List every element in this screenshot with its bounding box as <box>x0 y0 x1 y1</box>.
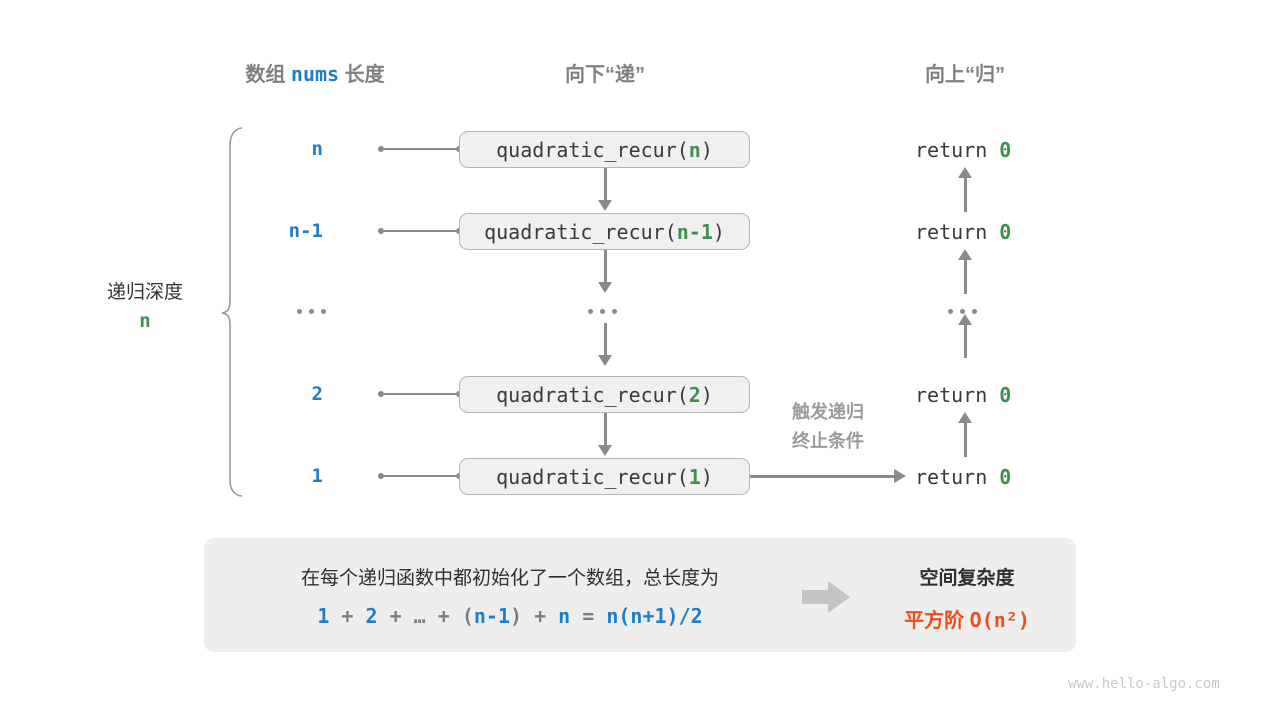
return-label-row-4: return 0 <box>915 383 1011 407</box>
ascend-arrow-head-2 <box>958 249 972 260</box>
return-text-row-5: return <box>915 465 1000 489</box>
formula-token-10: n <box>558 604 571 628</box>
formula-token-6: ( <box>461 604 474 628</box>
return-text-row-2: return <box>915 220 1000 244</box>
space-complexity-value-pre: 平方阶 <box>904 610 970 632</box>
descend-arrow-head-3 <box>598 355 612 366</box>
descend-arrow-shaft-1 <box>604 168 607 202</box>
return-text-row-1: return <box>915 138 1000 162</box>
implies-arrow-icon <box>802 581 850 613</box>
connector-dot-left-row-1 <box>378 146 384 152</box>
descend-arrow-shaft-3 <box>604 323 607 357</box>
connector-line-row-2 <box>384 230 460 232</box>
formula-token-7: n-1 <box>473 604 510 628</box>
base-case-arrow-head <box>894 469 906 483</box>
call-box-arg-row-4: 2 <box>688 382 701 407</box>
formula-token-9: + <box>522 604 559 628</box>
summary-text: 在每个递归函数中都初始化了一个数组，总长度为 <box>300 568 719 589</box>
call-box-name-row-5: quadratic_recur( <box>496 464 689 489</box>
ascend-arrow-head-3 <box>958 314 972 325</box>
formula-token-12: n(n+1)/2 <box>606 604 703 628</box>
return-value-row-2: 0 <box>999 220 1012 244</box>
connector-dot-left-row-5 <box>378 473 384 479</box>
call-box-close-row-1: ) <box>700 137 713 162</box>
call-box-arg-row-1: n <box>688 137 701 162</box>
formula-token-3: + <box>377 604 414 628</box>
call-box-row-5[interactable]: quadratic_recur(1) <box>459 458 750 495</box>
call-ellipsis-row-3 <box>588 309 617 314</box>
termination-note-line-1: 触发递归 <box>792 402 864 422</box>
termination-note: 触发递归 终止条件 <box>758 398 898 456</box>
recursion-depth-title: 递归深度 <box>106 282 183 303</box>
call-box-arg-row-2: n-1 <box>676 219 713 244</box>
return-text-row-4: return <box>915 383 1000 407</box>
descend-arrow-shaft-2 <box>604 250 607 284</box>
recursion-depth-label: 递归深度 n <box>45 278 245 337</box>
summary-formula: 1 + 2 + … + (n-1) + n = n(n+1)/2 <box>215 604 805 628</box>
call-box-arg-row-5: 1 <box>688 464 701 489</box>
ascend-arrow-shaft-2 <box>964 258 967 294</box>
depth-ellipsis-row-3 <box>297 309 326 314</box>
formula-token-0: 1 <box>317 604 330 628</box>
header-array-length-pre: 数组 <box>245 64 291 86</box>
connector-dot-left-row-4 <box>378 391 384 397</box>
descend-arrow-head-1 <box>598 200 612 211</box>
return-ellipsis-row-3 <box>948 309 977 314</box>
connector-line-row-1 <box>384 148 460 150</box>
call-box-row-4[interactable]: quadratic_recur(2) <box>459 376 750 413</box>
depth-number-row-2: n-1 <box>288 220 323 242</box>
watermark: www.hello-algo.com <box>1068 676 1220 692</box>
space-complexity-value-notation: O(n²) <box>969 608 1030 632</box>
ascend-arrow-head-1 <box>958 167 972 178</box>
descend-arrow-shaft-4 <box>604 413 607 447</box>
call-box-row-2[interactable]: quadratic_recur(n-1) <box>459 213 750 250</box>
ascend-arrow-shaft-4 <box>964 421 967 457</box>
termination-note-line-2: 终止条件 <box>792 431 864 452</box>
depth-number-row-5: 1 <box>311 465 323 487</box>
return-value-row-1: 0 <box>999 138 1012 162</box>
return-label-row-5: return 0 <box>915 465 1011 489</box>
formula-token-2: 2 <box>365 604 378 628</box>
call-box-name-row-1: quadratic_recur( <box>496 137 689 162</box>
ascend-arrow-head-4 <box>958 412 972 423</box>
formula-token-11: = <box>570 604 607 628</box>
formula-token-8: ) <box>510 604 523 628</box>
connector-line-row-5 <box>384 475 460 477</box>
depth-number-row-4: 2 <box>311 383 323 405</box>
header-array-length-var: nums <box>290 62 340 86</box>
ascend-arrow-shaft-3 <box>964 323 967 358</box>
call-box-name-row-2: quadratic_recur( <box>484 219 677 244</box>
ascend-arrow-shaft-1 <box>964 176 967 212</box>
descend-arrow-head-4 <box>598 445 612 456</box>
header-descend: 向下“递” <box>565 64 645 86</box>
space-complexity-title: 空间复杂度 <box>919 568 1015 589</box>
call-box-row-1[interactable]: quadratic_recur(n) <box>459 131 750 168</box>
return-label-row-2: return 0 <box>915 220 1011 244</box>
return-value-row-5: 0 <box>999 465 1012 489</box>
call-box-name-row-4: quadratic_recur( <box>496 382 689 407</box>
connector-dot-left-row-2 <box>378 228 384 234</box>
formula-token-5: + <box>425 604 462 628</box>
call-box-close-row-4: ) <box>700 382 713 407</box>
return-value-row-4: 0 <box>999 383 1012 407</box>
call-box-close-row-2: ) <box>712 219 725 244</box>
formula-token-4: … <box>413 604 426 628</box>
header-array-length: 数组 nums 长度 <box>215 58 415 87</box>
descend-arrow-head-2 <box>598 282 612 293</box>
connector-line-row-4 <box>384 393 460 395</box>
formula-token-1: + <box>329 604 366 628</box>
base-case-arrow-shaft <box>750 475 895 478</box>
return-label-row-1: return 0 <box>915 138 1011 162</box>
header-array-length-post: 长度 <box>339 64 385 86</box>
summary-panel <box>204 538 1076 652</box>
space-complexity-value: 平方阶 O(n²) <box>872 604 1062 633</box>
call-box-close-row-5: ) <box>700 464 713 489</box>
header-ascend: 向上“归” <box>925 64 1005 86</box>
depth-number-row-1: n <box>311 138 323 160</box>
recursion-depth-value: n <box>139 310 151 333</box>
